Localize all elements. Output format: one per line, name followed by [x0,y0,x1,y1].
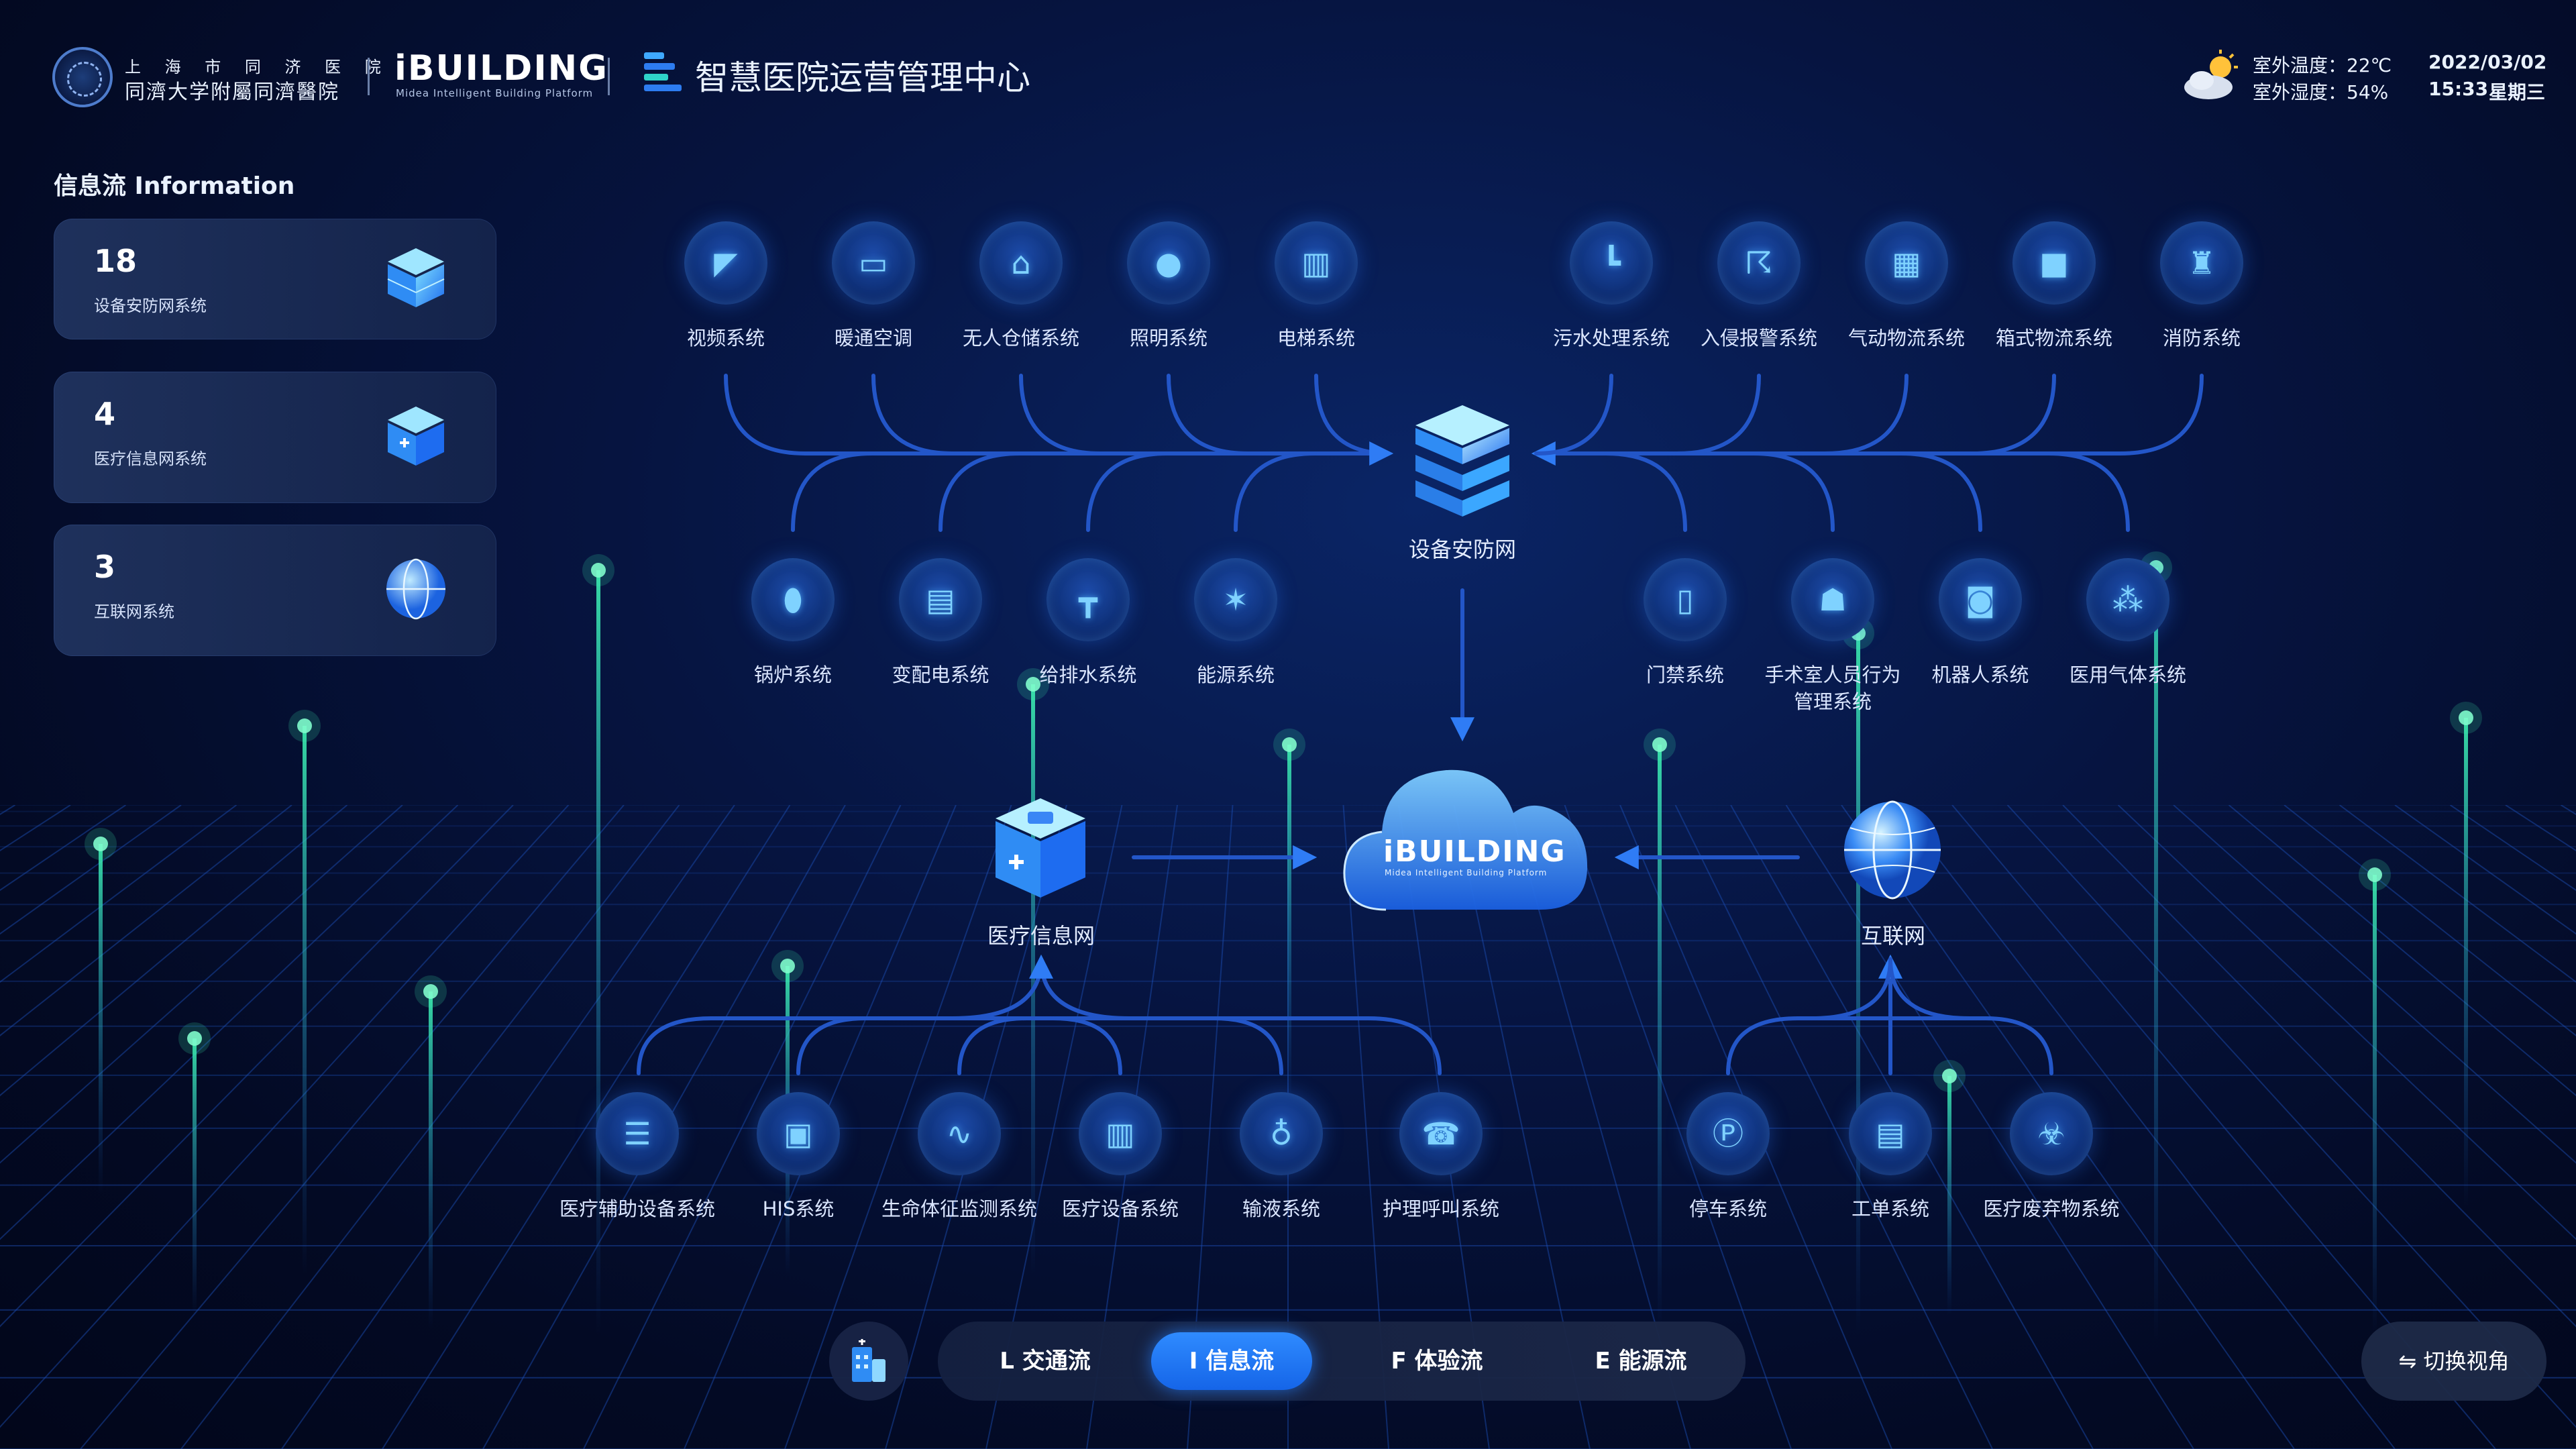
camera-icon: ◤ [714,245,738,281]
hospital-name-line2: 同濟大学附屬同濟醫院 [125,80,339,104]
hospital-logo-icon [52,47,113,107]
card-value: 18 [94,243,138,279]
header-divider-2 [608,58,610,95]
running-person-icon: ☈ [1745,245,1773,281]
internet-label: 互联网 [1860,923,1925,949]
card-label: 设备安防网系统 [94,297,207,315]
window-app-icon: ▣ [784,1116,813,1152]
hospital-building-icon [852,1339,885,1382]
hospital-name-line1: 上 海 市 同 济 医 院 [125,58,390,76]
cloud-brand: iBUILDING [1383,835,1566,869]
iv-bag-icon: ♁ [1270,1116,1293,1152]
electric-cabinet-icon: ▤ [926,582,955,618]
header-divider [368,58,370,95]
pneumatic-tube-icon: ▦ [1892,245,1921,281]
parking-icon: Ⓟ [1713,1116,1743,1152]
security-network-label: 设备安防网 [1408,537,1516,562]
card-internet[interactable]: 3 互联网系统 [54,525,496,656]
building-view-button[interactable] [829,1322,908,1401]
time: 15:33 [2428,78,2489,100]
robot-icon: ◙ [1965,582,1996,618]
cloud-brand-subtitle: Midea Intelligent Building Platform [1385,868,1548,877]
server-rack-icon: ☰ [623,1116,651,1152]
biohazard-bin-icon: ☣ [2037,1116,2065,1152]
box-icon: ■ [2039,245,2069,281]
lightbulb-icon: ● [1155,245,1183,281]
tab-experience-flow[interactable]: F 体验流 [1391,1348,1483,1375]
panel-title: 信息流 Information [54,172,295,200]
globe-icon [386,558,445,620]
medical-box-icon [388,407,444,466]
nurse-headset-icon: ☎ [1421,1116,1460,1152]
weekday: 星期三 [2489,81,2546,103]
fire-hydrant-icon: ♜ [2188,245,2216,281]
card-value: 3 [94,549,116,585]
water-pipe-icon: ┳ [1079,582,1097,618]
tab-traffic-flow[interactable]: L 交通流 [1000,1348,1091,1375]
elevator-icon: ▥ [1301,245,1331,281]
medical-network-label: 医疗信息网 [987,923,1095,949]
surgeon-icon: ☗ [1819,582,1847,618]
card-value: 4 [94,396,116,432]
warehouse-icon: ⌂ [1011,245,1031,281]
brand-subtitle: Midea Intelligent Building Platform [396,87,594,99]
app-logo-icon [644,52,682,91]
security-network-hub-icon [1415,405,1509,517]
internet-hub-globe-icon [1844,800,1941,900]
outdoor-temperature: 室外温度：22℃ [2253,54,2392,76]
card-security-network[interactable]: 18 设备安防网系统 [54,219,496,339]
brand-logo: iBUILDING [394,48,608,89]
app-title: 智慧医院运营管理中心 [695,58,1030,97]
card-label: 医疗信息网系统 [94,449,207,468]
monitor-chart-icon: ▥ [1106,1116,1135,1152]
date: 2022/03/02 [2428,51,2547,73]
gas-bubbles-icon: ⁂ [2112,582,2143,618]
switch-view-button[interactable]: ⇋ 切换视角 [2361,1322,2546,1401]
cloud-platform-icon [1343,769,1588,911]
boiler-icon: ⬮ [783,582,803,618]
card-medical-network[interactable]: 4 医疗信息网系统 [54,372,496,503]
partly-cloudy-icon [2184,50,2238,99]
door-icon: ▯ [1676,582,1694,618]
server-stack-icon [387,248,445,307]
outdoor-humidity: 室外湿度：54% [2253,81,2389,103]
flow-tab-bar: L 交通流 I 信息流 F 体验流 E 能源流 [938,1322,1746,1401]
tab-energy-flow[interactable]: E 能源流 [1595,1348,1687,1375]
clipboard-icon: ▤ [1876,1116,1905,1152]
pipe-icon: ┗ [1602,245,1621,281]
air-conditioner-icon: ▭ [859,245,888,281]
energy-star-icon: ✶ [1222,582,1249,618]
tab-information-flow[interactable]: I 信息流 [1151,1332,1312,1390]
medical-network-hub-icon [996,798,1085,898]
heartbeat-monitor-icon: ∿ [946,1116,973,1152]
card-label: 互联网系统 [94,602,174,621]
